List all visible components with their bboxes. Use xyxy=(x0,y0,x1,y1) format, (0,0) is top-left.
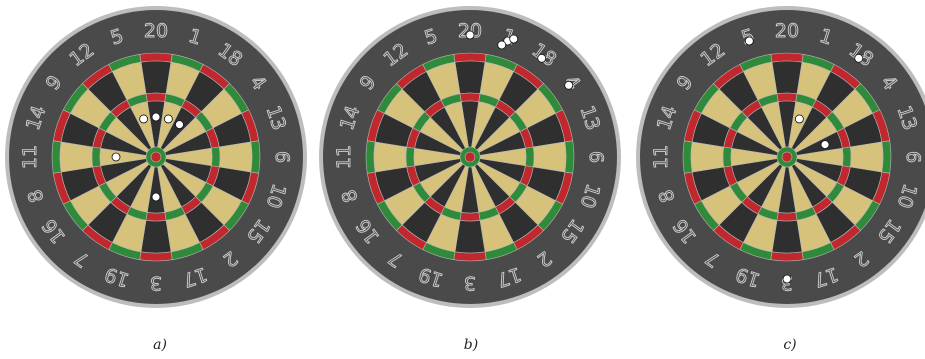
triple-ring-segment xyxy=(211,147,220,167)
dart-hit xyxy=(140,115,148,123)
dart-hit xyxy=(821,141,829,149)
triple-ring-segment xyxy=(146,212,166,221)
segment-number: 20 xyxy=(775,20,799,42)
panel-label-b: b) xyxy=(464,337,478,353)
bullseye xyxy=(782,152,792,162)
dart-hit xyxy=(783,275,791,283)
dart-hit xyxy=(795,115,803,123)
dart-hit xyxy=(112,153,120,161)
triple-ring-segment xyxy=(146,93,166,102)
triple-ring-segment xyxy=(723,147,732,167)
dart-hit xyxy=(745,37,753,45)
dart-hit xyxy=(466,31,474,39)
dart-hit xyxy=(152,113,160,121)
panel-label-a: a) xyxy=(153,337,167,353)
segment-number: 6 xyxy=(271,151,293,163)
triple-ring-segment xyxy=(777,212,797,221)
dart-hit xyxy=(152,193,160,201)
triple-ring-segment xyxy=(842,147,851,167)
dart-hit xyxy=(538,54,546,62)
dart-hit xyxy=(565,81,573,89)
bullseye xyxy=(151,152,161,162)
triple-ring-segment xyxy=(777,93,797,102)
segment-number: 3 xyxy=(150,272,162,294)
segment-number: 11 xyxy=(333,145,355,169)
segment-number: 3 xyxy=(464,272,476,294)
triple-ring-segment xyxy=(406,147,415,167)
triple-ring-segment xyxy=(460,212,480,221)
triple-ring-segment xyxy=(525,147,534,167)
triple-ring-segment xyxy=(460,93,480,102)
segment-number: 11 xyxy=(650,145,672,169)
triple-ring-segment xyxy=(92,147,101,167)
segment-number: 11 xyxy=(19,145,41,169)
bullseye xyxy=(465,152,475,162)
dart-hit xyxy=(164,115,172,123)
dart-hit xyxy=(855,54,863,62)
panel-label-c: c) xyxy=(783,337,796,353)
segment-number: 6 xyxy=(585,151,607,163)
segment-number: 6 xyxy=(902,151,924,163)
dart-hit xyxy=(510,35,518,43)
dart-hit xyxy=(498,41,506,49)
dart-hit xyxy=(176,121,184,129)
segment-number: 20 xyxy=(144,20,168,42)
